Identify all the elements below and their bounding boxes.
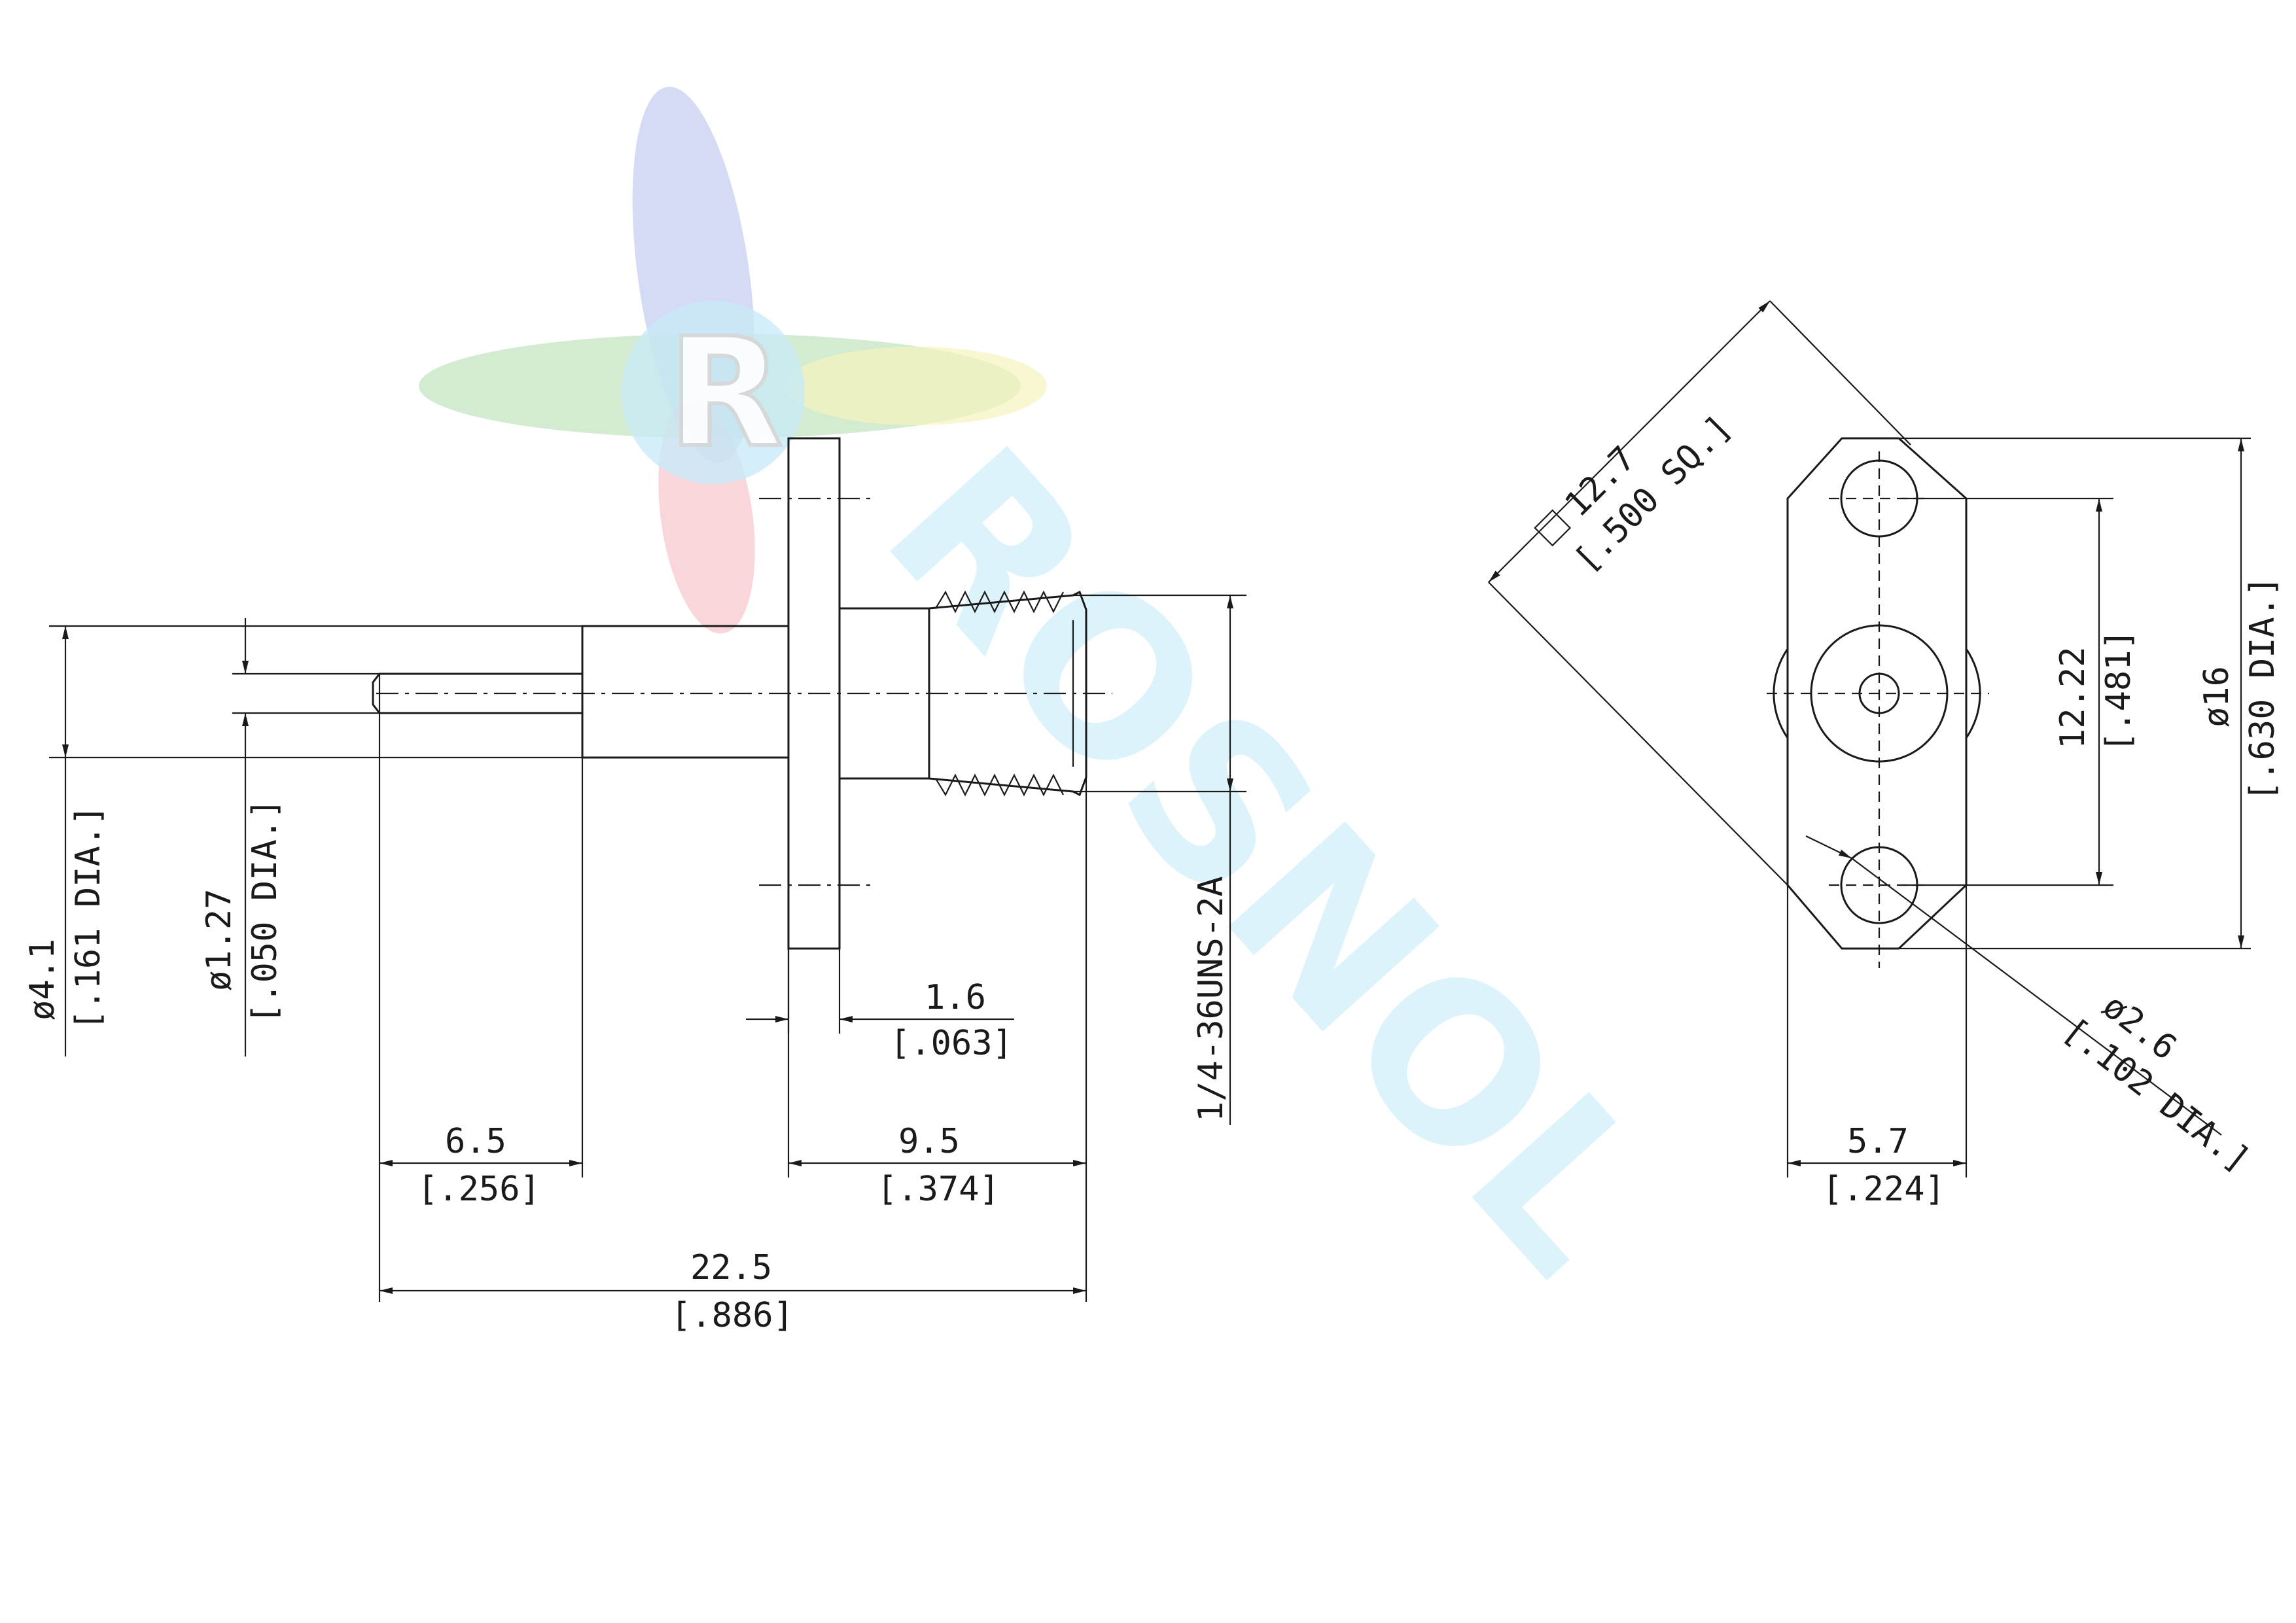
dim-16-inch: [.630 DIA.]: [2243, 576, 2282, 801]
dim-1.27-value: ø1.27: [200, 888, 239, 991]
rosnol-watermark-logo: R: [419, 86, 1047, 634]
dim-12.22-inch: [.481]: [2099, 629, 2138, 752]
dim-4.1-value: ø4.1: [23, 939, 62, 1021]
logo-yellow-ellipse: [785, 347, 1047, 425]
dim-12.22-value: 12.22: [2053, 646, 2093, 749]
dim-4.1-inch: [.161 DIA.]: [69, 805, 108, 1030]
dielectric-outline: [581, 625, 788, 759]
dim-22.5-value: 22.5: [690, 1248, 772, 1287]
dim-6.5-value: 6.5: [445, 1122, 506, 1161]
dim-5.7-value: 5.7: [1847, 1122, 1909, 1161]
dim-1.6-value: 1.6: [925, 978, 986, 1017]
dim-1.27-inch: [.050 DIA.]: [245, 799, 285, 1024]
dim-5.7-inch: [.224]: [1822, 1170, 1945, 1209]
dim-9.5-inch: [.374]: [877, 1170, 1000, 1209]
dim-thread-spec: 1/4-36UNS-2A: [1192, 876, 1231, 1122]
side-view-dimensions: ø4.1 [.161 DIA.] ø1.27 [.050 DIA.] 1/4-3…: [23, 594, 1246, 1335]
front-view: [1767, 437, 1989, 968]
dim-9.5-value: 9.5: [898, 1122, 960, 1161]
pin-outline: [372, 672, 582, 714]
square-symbol: [1534, 509, 1572, 547]
dim-1.6-inch: [.063]: [890, 1024, 1013, 1063]
dim-22.5-inch: [.886]: [671, 1296, 794, 1335]
logo-cyan-circle: [622, 301, 805, 484]
logo-letter: R: [667, 306, 783, 481]
dim-16-value: ø16: [2197, 666, 2236, 727]
thread-grooves: [935, 590, 1064, 797]
dim-6.5-inch: [.256]: [417, 1170, 540, 1209]
